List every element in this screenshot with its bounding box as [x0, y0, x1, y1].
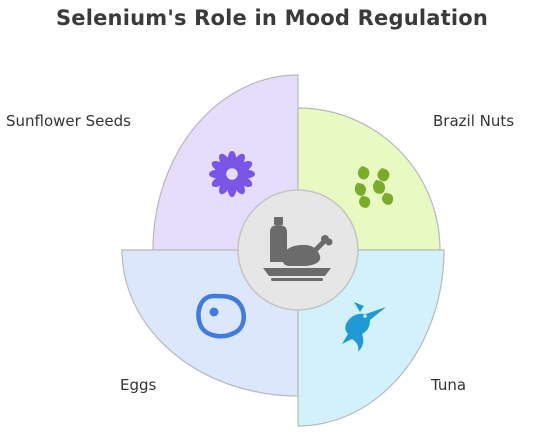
egg-icon: [196, 293, 246, 339]
fish-icon: [342, 302, 386, 352]
label-sunflower-seeds: Sunflower Seeds: [6, 112, 131, 130]
label-brazil-nuts: Brazil Nuts: [433, 112, 515, 130]
nuts-icon: [354, 166, 394, 208]
flower-icon: [209, 151, 255, 197]
label-tuna: Tuna: [431, 376, 467, 394]
label-eggs: Eggs: [120, 376, 157, 394]
food-icon: [263, 217, 333, 281]
diagram-title: Selenium's Role in Mood Regulation: [55, 6, 489, 30]
